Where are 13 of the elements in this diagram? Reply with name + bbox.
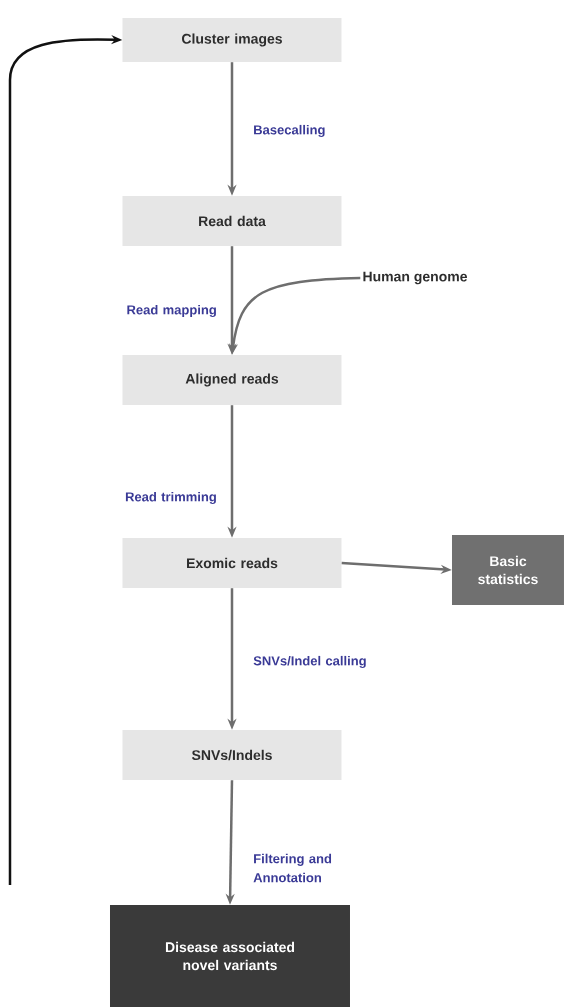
result-box: Disease associated novel variants	[110, 905, 350, 1007]
edge-label: Read trimming	[125, 491, 216, 505]
source-label: Human genome	[363, 271, 467, 285]
process-box: Aligned reads	[122, 355, 342, 405]
result-box: Basic statistics	[452, 535, 564, 605]
edge-label: Read mapping	[127, 304, 216, 318]
process-box: Read data	[122, 196, 342, 246]
process-box: SNVs/Indels	[122, 730, 342, 780]
edge-label: SNVs/Indel calling	[253, 655, 366, 669]
process-box: Exomic reads	[122, 538, 342, 588]
edge-label: Filtering and Annotation	[253, 853, 332, 883]
edge-label: Basecalling	[254, 124, 325, 138]
process-box: Cluster images	[122, 18, 342, 62]
